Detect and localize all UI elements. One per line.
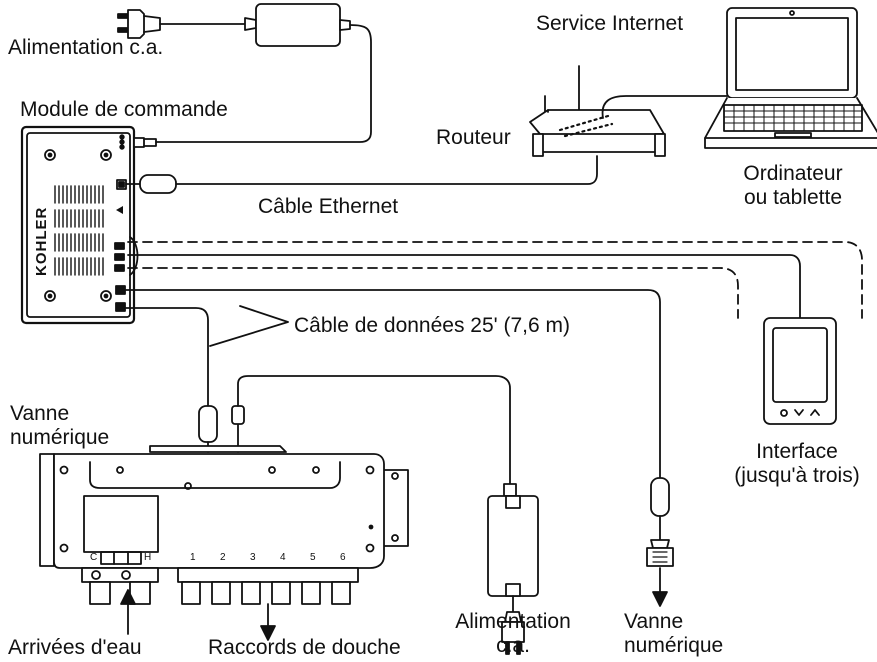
ethernet-cable (125, 155, 598, 194)
valve-bottom-arrow-icon (652, 567, 668, 607)
ethernet-cable-label: Câble Ethernet (258, 195, 399, 218)
outlet-label-1: 1 (190, 552, 196, 563)
interface-label: Interface (jusqu'à trois) (722, 440, 872, 488)
valve-label-line2: numérique (10, 426, 110, 449)
computer-label-line2: ou tablette (743, 186, 843, 209)
valve-bottom-label-line2: numérique (624, 634, 724, 657)
ac-plug-bottom-icon (501, 611, 525, 655)
interface-label-line1: Interface (756, 440, 838, 463)
outlet-label-6: 6 (340, 552, 346, 563)
outlet-label-4: 4 (280, 552, 286, 563)
ac-plug-top-icon (117, 9, 246, 39)
port-label-cold: C (90, 552, 97, 563)
power-bottom-label-line1: Alimentation (455, 610, 571, 633)
controller-label: Module de commande (20, 98, 228, 121)
valve-bottom-label-line1: Vanne (624, 610, 684, 633)
computer-label-line1: Ordinateur (743, 162, 843, 185)
outlet-label-2: 2 (220, 552, 226, 563)
valve-bottom-label: Vanne numérique (624, 610, 723, 658)
shower-outlets-label: Raccords de douche (208, 636, 401, 659)
shower-outlet-arrow-icon (260, 603, 276, 641)
valve-label: Vanne numérique (10, 402, 109, 450)
digital-valve-body-icon (39, 445, 409, 569)
water-inlet-arrow-icon (120, 589, 136, 635)
power-supply-top-icon (155, 3, 372, 143)
data-cable-callout (209, 305, 289, 347)
data-cable-right (125, 289, 674, 567)
data-cable-label: Câble de données 25' (7,6 m) (294, 314, 571, 337)
port-label-hot: H (144, 552, 151, 563)
valve-connectors (81, 567, 359, 605)
controller-power-connector (133, 137, 157, 148)
brand-logo: KOHLER (33, 207, 50, 276)
power-bottom-label-line2: c.a. (496, 634, 530, 657)
power-bottom-label: Alimentation c.a. (448, 610, 578, 658)
interface-cables (127, 241, 863, 319)
computer-label: Ordinateur ou tablette (718, 162, 868, 210)
internet-service-label: Service Internet (536, 12, 684, 35)
router-icon (529, 65, 728, 157)
outlet-port-labels: 1 2 3 4 5 6 (190, 552, 346, 563)
outlet-label-3: 3 (250, 552, 256, 563)
power-supply-bottom-icon (231, 375, 539, 641)
water-inlets-label: Arrivées d'eau (8, 636, 142, 659)
router-label: Routeur (436, 126, 511, 149)
outlet-label-5: 5 (310, 552, 316, 563)
laptop-icon (704, 7, 877, 149)
power-top-label: Alimentation c.a. (8, 36, 164, 59)
interface-label-line2: (jusqu'à trois) (734, 464, 860, 487)
valve-label-line1: Vanne (10, 402, 70, 425)
data-cable-left (125, 307, 218, 453)
controller-module-icon: KOHLER (20, 125, 139, 325)
interface-device-icon (763, 317, 837, 425)
